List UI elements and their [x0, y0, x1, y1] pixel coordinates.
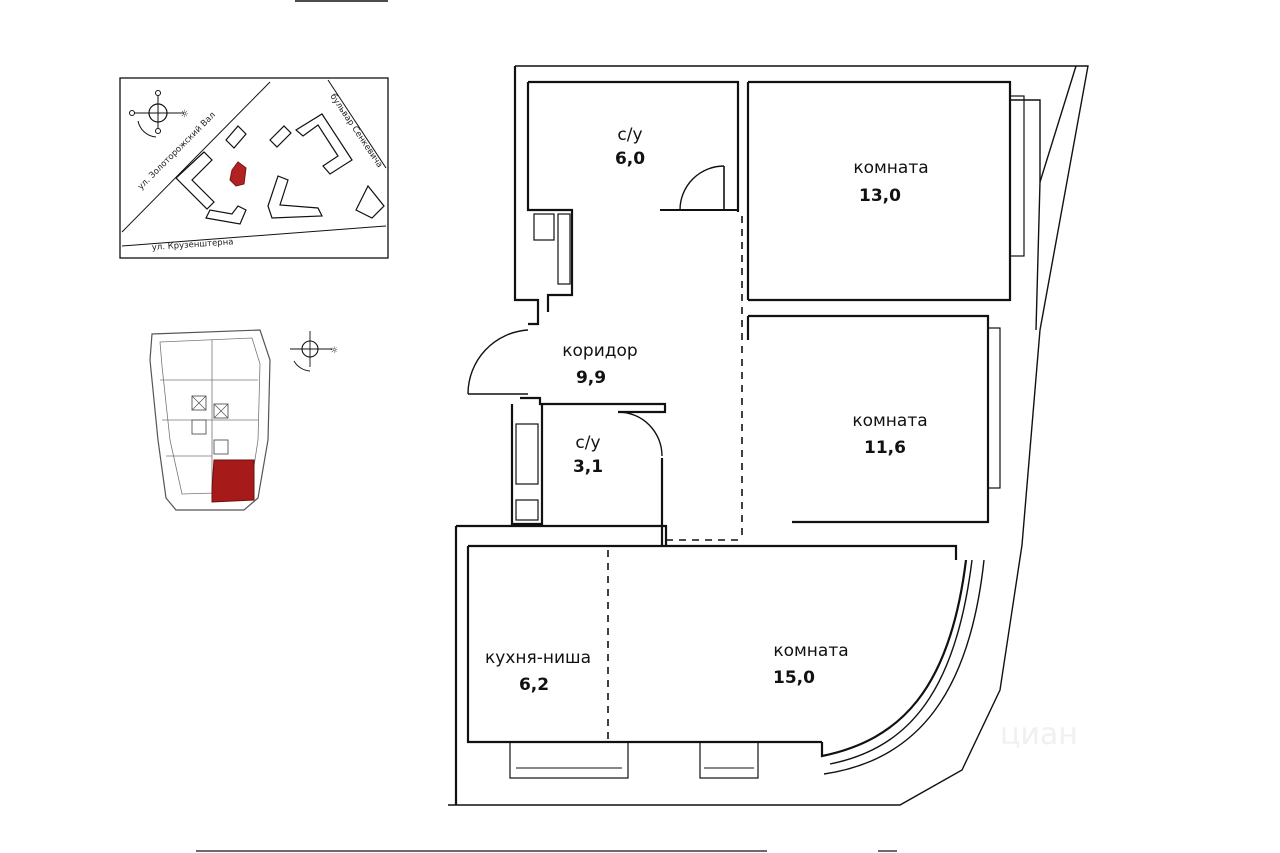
room-area: 9,9: [576, 368, 606, 388]
street-line-senkevicha: [327, 79, 387, 169]
floor-compass-icon: ☼: [290, 331, 338, 372]
floor-plan: с/у 6,0 комната 13,0 коридор 9,9 с/у 3,1…: [448, 65, 1089, 806]
floor-key: ☼: [149, 329, 338, 511]
room-bathroom-large: с/у 6,0: [615, 125, 645, 169]
room-corridor: коридор 9,9: [562, 341, 637, 388]
room-name: комната: [773, 641, 848, 661]
room-area: 6,2: [519, 675, 549, 695]
street-line-kruzenshterna: [121, 225, 387, 247]
room-name: кухня-ниша: [485, 648, 591, 668]
room-name: комната: [852, 411, 927, 431]
room-kitchen-niche: кухня-ниша 6,2: [485, 648, 591, 695]
room-bathroom-small: с/у 3,1: [573, 433, 603, 477]
room-name: с/у: [575, 433, 600, 453]
room-name: с/у: [617, 125, 642, 145]
room-area: 15,0: [773, 668, 815, 688]
street-line-zolotorozhsky: [121, 81, 271, 233]
site-plan: ул. Золоторожский Вал бульвар Сенкевича …: [119, 77, 389, 259]
room-area: 11,6: [864, 438, 906, 458]
room-name: коридор: [562, 341, 637, 361]
room-name: комната: [853, 158, 928, 178]
room-living: комната 15,0: [773, 641, 849, 688]
svg-text:☼: ☼: [330, 346, 338, 356]
room-area: 6,0: [615, 149, 645, 169]
svg-text:☼: ☼: [180, 109, 189, 120]
selected-unit-marker: [211, 459, 255, 503]
room-bedroom-middle: комната 11,6: [852, 411, 927, 458]
room-bedroom-top: комната 13,0: [853, 158, 928, 206]
room-area: 13,0: [859, 186, 901, 206]
room-area: 3,1: [573, 457, 603, 477]
building-outlines: [175, 113, 385, 225]
selected-building-marker: [229, 161, 247, 187]
watermark: циан: [1000, 717, 1078, 752]
compass-icon: ☼: [129, 90, 189, 138]
